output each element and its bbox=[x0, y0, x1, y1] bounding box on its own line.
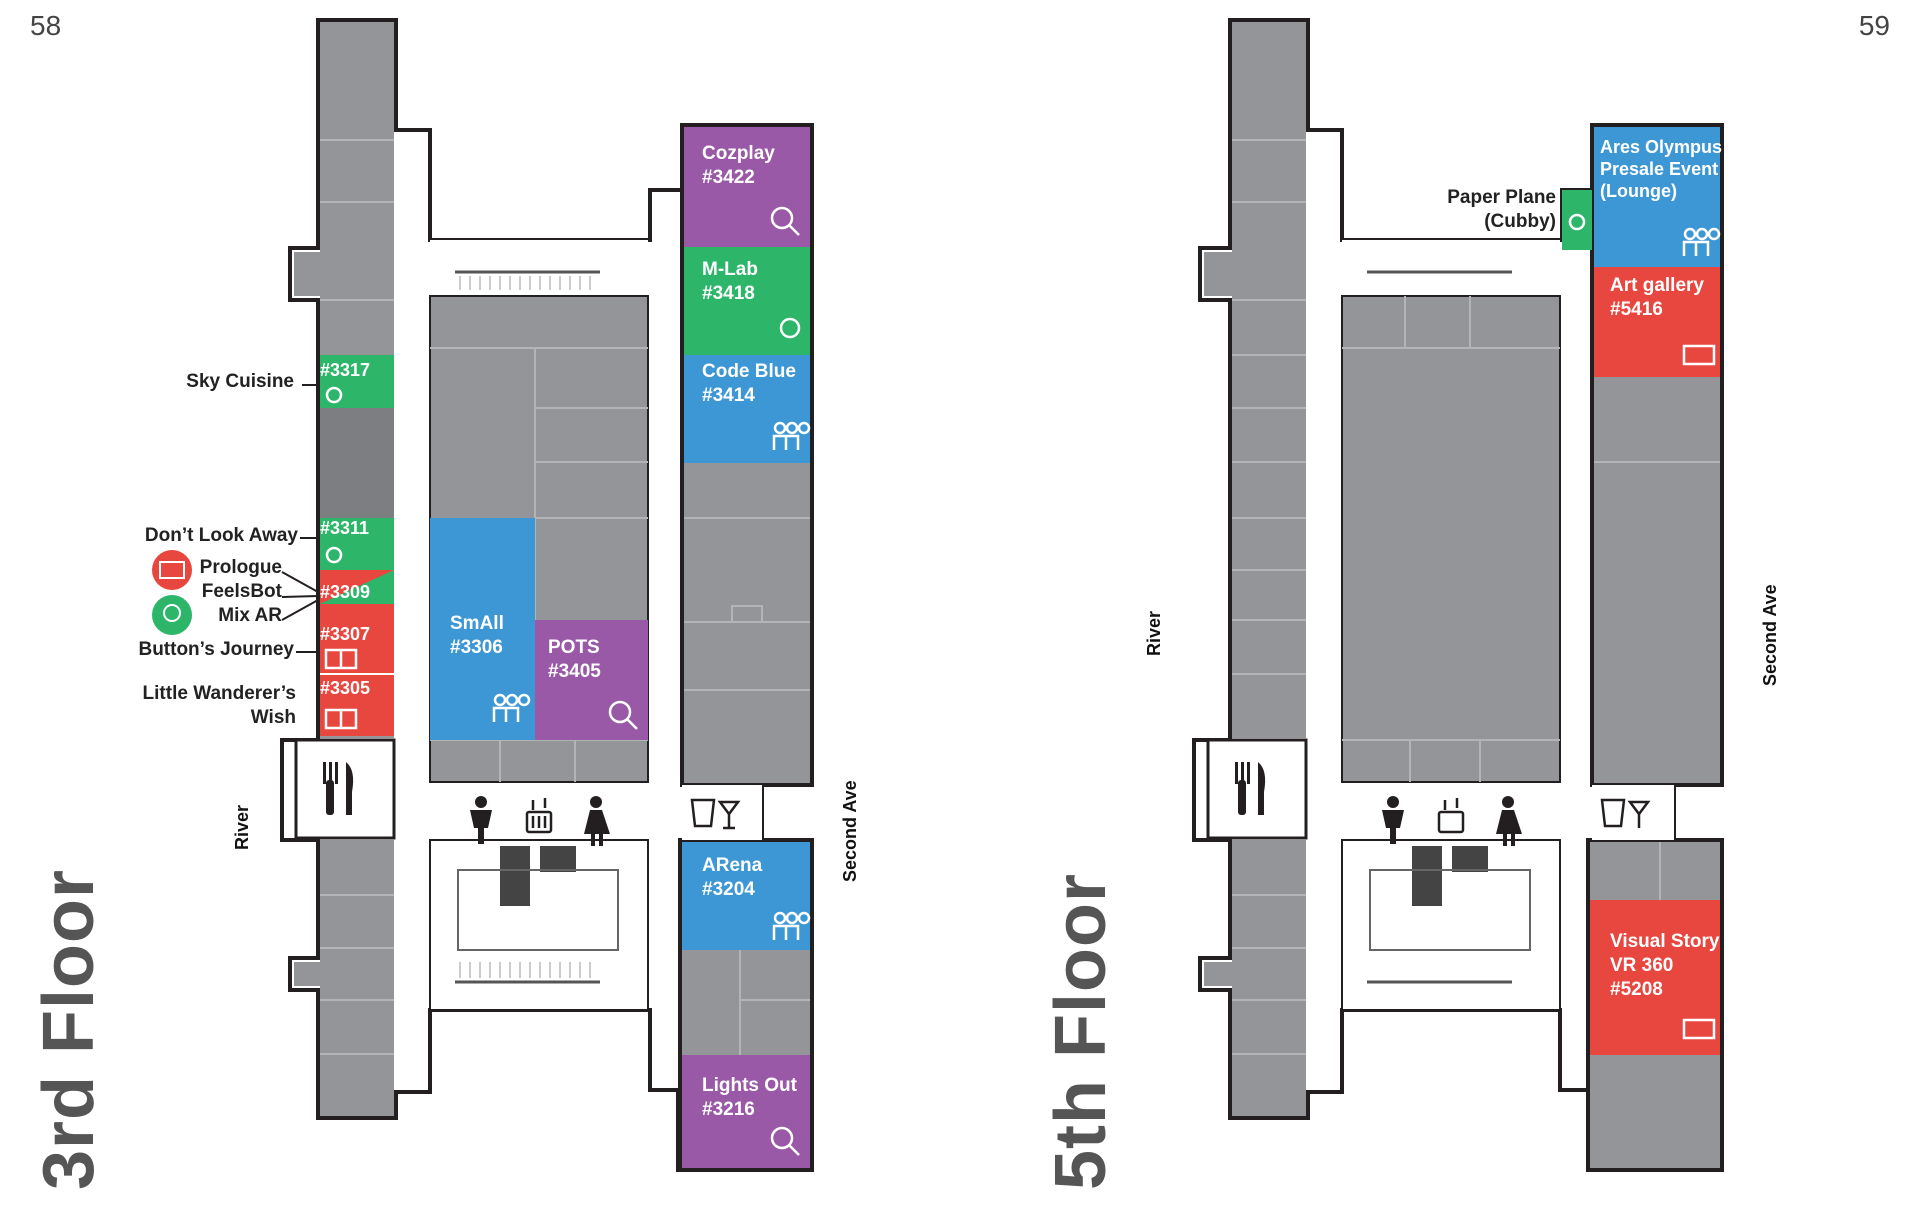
label-dont-look-away[interactable]: Don’t Look Away bbox=[144, 525, 298, 546]
bar-icon bbox=[1600, 798, 1651, 828]
room-3311[interactable]: #3311 bbox=[320, 518, 370, 538]
room-3216-block[interactable] bbox=[682, 1055, 810, 1168]
room-3317-block[interactable] bbox=[320, 355, 394, 408]
room-3305[interactable]: #3305 bbox=[320, 678, 371, 698]
room-3307[interactable]: #3307 bbox=[320, 624, 371, 644]
page-5th-floor: 59 5th Floor River Second Ave Ares Olymp… bbox=[960, 0, 1920, 1229]
label-line: Paper Plane bbox=[1447, 187, 1556, 208]
book-badge-icon bbox=[152, 550, 192, 590]
room-name: Lights Out bbox=[702, 1075, 797, 1096]
room-name: M-Lab bbox=[702, 259, 758, 280]
womens-restroom-icon bbox=[584, 796, 610, 846]
room-visual-story[interactable]: Visual Story VR 360 #5208 bbox=[1610, 930, 1719, 1002]
room-name-line: VR 360 bbox=[1610, 955, 1674, 976]
people-icon bbox=[772, 911, 811, 940]
room-name: POTS bbox=[548, 637, 600, 658]
mens-restroom-icon bbox=[1382, 796, 1404, 844]
room-name-line: (Lounge) bbox=[1600, 181, 1677, 201]
people-icon bbox=[492, 693, 531, 722]
people-icon bbox=[1682, 227, 1721, 256]
room-5416-block[interactable] bbox=[1594, 267, 1720, 377]
floor-title: 3rd Floor bbox=[29, 868, 109, 1190]
room-number: #5208 bbox=[1610, 979, 1663, 1000]
room-m-lab[interactable]: M-Lab #3418 bbox=[702, 258, 758, 306]
room-small[interactable]: SmAll #3306 bbox=[450, 612, 504, 660]
label-feelsbot[interactable]: FeelsBot bbox=[201, 581, 282, 602]
floor-map-5th bbox=[1192, 18, 1724, 1172]
book-icon bbox=[1682, 344, 1716, 366]
floor-map-3rd bbox=[152, 18, 814, 1172]
room-name-line: Presale Event bbox=[1600, 159, 1719, 179]
room-lights-out[interactable]: Lights Out #3216 bbox=[702, 1074, 797, 1122]
people-icon bbox=[772, 421, 811, 450]
room-name: SmAll bbox=[450, 613, 504, 634]
bar-icon bbox=[690, 798, 741, 830]
room-pots[interactable]: POTS #3405 bbox=[548, 636, 601, 684]
elevator-icon bbox=[1437, 798, 1465, 834]
lightbulb-icon bbox=[1568, 213, 1586, 231]
elevator-icon bbox=[525, 798, 553, 834]
room-number: #3422 bbox=[702, 167, 755, 188]
room-number: #3414 bbox=[702, 385, 755, 406]
room-arena[interactable]: ARena #3204 bbox=[702, 854, 762, 902]
room-5208-block[interactable] bbox=[1590, 900, 1720, 1055]
room-3204-block[interactable] bbox=[682, 842, 810, 950]
label-buttons-journey[interactable]: Button’s Journey bbox=[138, 639, 294, 660]
page-number: 58 bbox=[30, 10, 62, 41]
label-little-wanderers-wish[interactable]: Little Wanderer’s Wish bbox=[143, 682, 296, 730]
lightbulb-badge-icon bbox=[152, 595, 192, 635]
room-number: #3418 bbox=[702, 283, 755, 304]
street-label-river: River bbox=[232, 804, 252, 850]
room-3414-block[interactable] bbox=[684, 355, 810, 463]
label-line: Little Wanderer’s bbox=[142, 683, 296, 704]
magnifier-icon bbox=[770, 1126, 794, 1150]
dining-icon bbox=[1235, 762, 1266, 815]
room-number: #3306 bbox=[450, 637, 503, 658]
label-sky-cuisine[interactable]: Sky Cuisine bbox=[186, 371, 294, 392]
floor-title: 5th Floor bbox=[1041, 873, 1121, 1190]
lightbulb-icon bbox=[325, 546, 343, 564]
lightbulb-icon bbox=[325, 386, 343, 404]
room-name: Art gallery bbox=[1610, 275, 1704, 296]
room-3317[interactable]: #3317 bbox=[320, 360, 371, 380]
room-name: ARena bbox=[702, 855, 763, 876]
street-label-second-ave: Second Ave bbox=[840, 780, 860, 882]
label-mix-ar[interactable]: Mix AR bbox=[218, 605, 282, 626]
magnifier-icon bbox=[770, 206, 794, 230]
label-paper-plane[interactable]: Paper Plane (Cubby) bbox=[1447, 186, 1556, 234]
room-name: Code Blue bbox=[702, 361, 796, 382]
room-number: #3216 bbox=[702, 1099, 755, 1120]
mens-restroom-icon bbox=[470, 796, 492, 844]
magnifier-icon bbox=[608, 700, 632, 724]
street-label-river: River bbox=[1144, 610, 1164, 656]
room-art-gallery[interactable]: Art gallery #5416 bbox=[1610, 274, 1704, 322]
room-name: Cozplay bbox=[702, 143, 775, 164]
room-number: #5416 bbox=[1610, 299, 1663, 320]
dining-icon bbox=[323, 762, 354, 815]
womens-restroom-icon bbox=[1496, 796, 1522, 846]
room-cozplay[interactable]: Cozplay #3422 bbox=[702, 142, 775, 190]
room-number: #3204 bbox=[702, 879, 755, 900]
room-code-blue[interactable]: Code Blue #3414 bbox=[702, 360, 796, 408]
room-ares-olympus[interactable]: Ares Olympus Presale Event (Lounge) bbox=[1600, 136, 1722, 202]
room-ares-olympus-block[interactable] bbox=[1594, 127, 1720, 267]
room-3309[interactable]: #3309 bbox=[320, 582, 371, 602]
label-line: (Cubby) bbox=[1484, 211, 1556, 232]
page-number: 59 bbox=[1858, 10, 1890, 41]
room-3422-block[interactable] bbox=[684, 127, 810, 247]
page-3rd-floor: 58 3rd Floor River Second Ave Cozplay #3… bbox=[29, 10, 860, 1190]
room-number: #3405 bbox=[548, 661, 601, 682]
label-line: Wish bbox=[250, 707, 296, 728]
street-label-second-ave: Second Ave bbox=[1760, 584, 1780, 686]
paper-plane-cubby-block[interactable] bbox=[1562, 190, 1592, 250]
book-icon bbox=[1682, 1018, 1716, 1040]
room-3306-block[interactable] bbox=[430, 518, 535, 740]
lightbulb-icon bbox=[779, 317, 801, 339]
room-name-line: Ares Olympus bbox=[1600, 137, 1723, 157]
label-prologue[interactable]: Prologue bbox=[199, 557, 282, 578]
room-name-line: Visual Story bbox=[1610, 931, 1720, 952]
